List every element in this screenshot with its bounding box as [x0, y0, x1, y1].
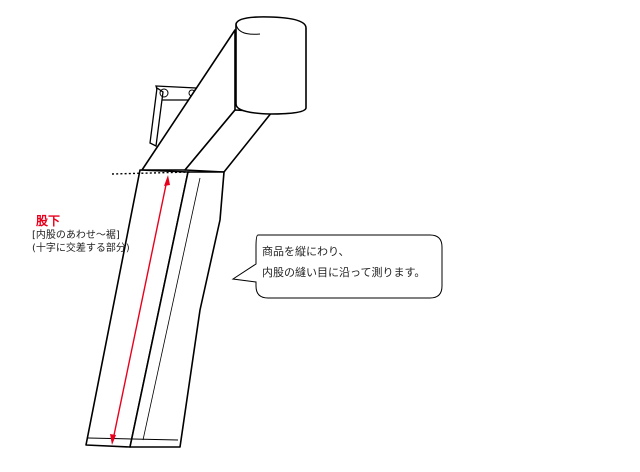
callout-text-line2: 内股の縫い目に沿って測ります。: [262, 266, 426, 279]
callout-bubble: [231, 234, 443, 299]
inseam-measure-arrow: [110, 175, 170, 445]
leg-front-panel: [129, 171, 225, 448]
callout-text-line1: 商品を縦にわり、: [262, 245, 350, 258]
crotch-reference-line: [111, 171, 191, 175]
inner-seam: [142, 177, 201, 441]
inseam-note: (十字に交差する部分): [32, 243, 130, 254]
hem-line: [87, 437, 179, 441]
inseam-description: [内股のあわせ～裾]: [32, 230, 120, 241]
inseam-title: 股下: [36, 214, 61, 228]
trouser-leg: [85, 169, 225, 448]
folded-top: [141, 16, 307, 173]
